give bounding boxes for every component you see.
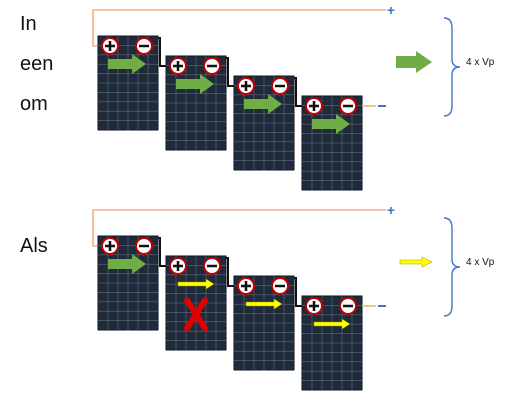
positive-wire bbox=[92, 9, 386, 47]
current-arrow bbox=[177, 278, 215, 290]
plus-icon bbox=[101, 37, 119, 55]
current-arrow bbox=[245, 298, 283, 310]
plus-icon bbox=[169, 257, 187, 275]
solar-panel-1 bbox=[97, 235, 159, 331]
solar-panel-4 bbox=[301, 295, 363, 391]
solar-panel-3 bbox=[233, 275, 295, 371]
current-arrow bbox=[244, 94, 282, 114]
bottom-string: + bbox=[92, 202, 461, 391]
solar-panel-3 bbox=[233, 75, 295, 171]
current-arrow bbox=[176, 74, 214, 94]
solar-panel-4 bbox=[301, 95, 363, 191]
solar-panel-1 bbox=[97, 35, 159, 131]
minus-icon bbox=[203, 57, 221, 75]
solar-panel-2 bbox=[165, 55, 227, 151]
plus-icon bbox=[237, 277, 255, 295]
solar-panel-2 bbox=[165, 255, 227, 351]
output-arrow bbox=[399, 256, 433, 268]
plus-icon bbox=[305, 297, 323, 315]
word-om: om bbox=[20, 93, 48, 115]
output-arrow bbox=[396, 51, 432, 73]
plus-icon bbox=[169, 57, 187, 75]
minus-icon bbox=[339, 297, 357, 315]
current-arrow bbox=[312, 114, 350, 134]
plus-output-icon: + bbox=[387, 202, 395, 218]
positive-wire bbox=[92, 209, 386, 247]
current-arrow bbox=[313, 318, 351, 330]
voltage-brace bbox=[443, 17, 461, 117]
word-een: een bbox=[20, 53, 54, 75]
top-voltage-label: 4 x Vp bbox=[466, 57, 495, 68]
plus-icon bbox=[305, 97, 323, 115]
plus-output-icon: + bbox=[387, 2, 395, 18]
bottom-voltage-label: 4 x Vp bbox=[466, 257, 495, 268]
cross-stroke bbox=[184, 297, 208, 332]
word-in: In bbox=[20, 13, 37, 35]
minus-icon bbox=[339, 97, 357, 115]
minus-icon bbox=[135, 37, 153, 55]
plus-icon bbox=[237, 77, 255, 95]
voltage-brace bbox=[443, 217, 461, 317]
current-arrow bbox=[108, 54, 146, 74]
cross-icon bbox=[184, 297, 208, 332]
minus-icon bbox=[135, 237, 153, 255]
minus-icon bbox=[271, 277, 289, 295]
plus-icon bbox=[101, 237, 119, 255]
word-als: Als bbox=[20, 235, 48, 257]
minus-icon bbox=[203, 257, 221, 275]
top-string: + bbox=[92, 2, 461, 191]
minus-icon bbox=[271, 77, 289, 95]
current-arrow bbox=[108, 254, 146, 274]
